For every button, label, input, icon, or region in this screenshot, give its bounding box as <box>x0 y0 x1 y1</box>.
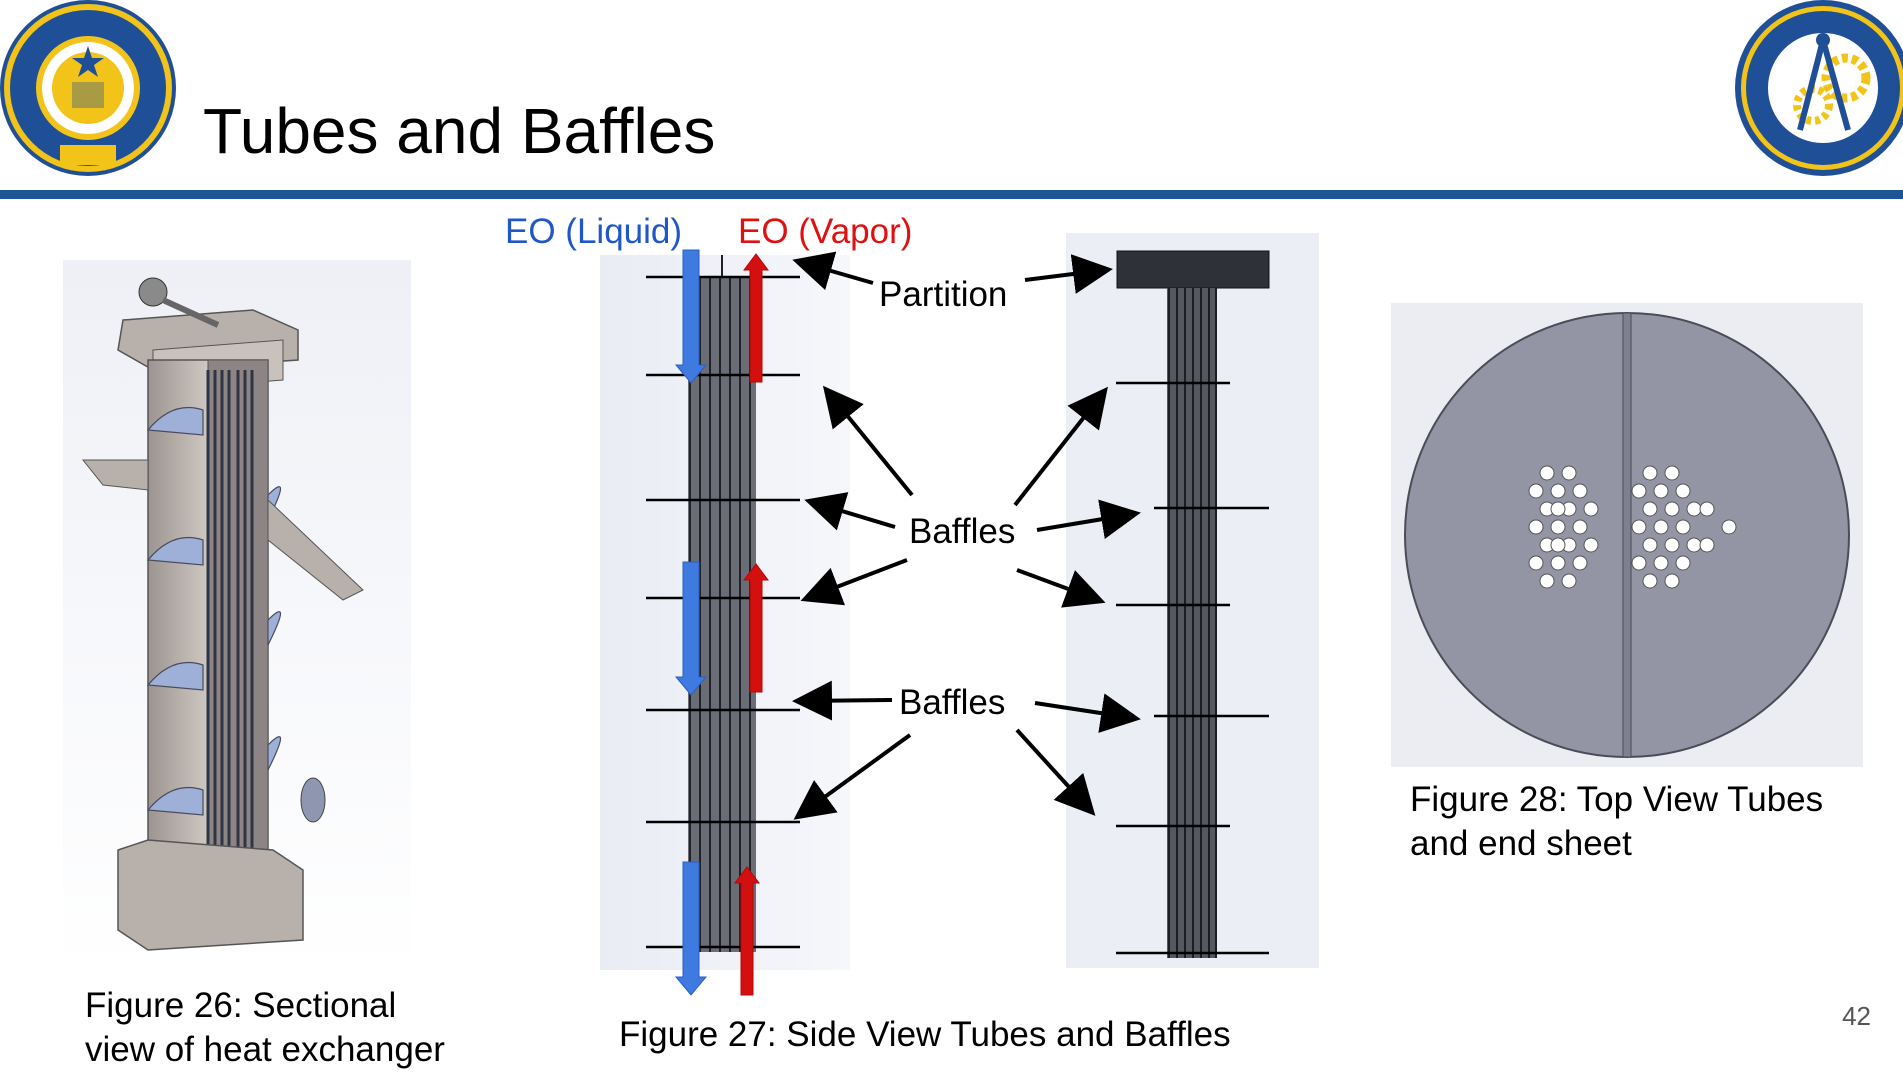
partition-label: Partition <box>879 275 1008 314</box>
tube-hole <box>1664 465 1680 481</box>
figure-26-caption-line1: Figure 26: Sectional <box>85 986 397 1025</box>
tube-hole <box>1550 537 1566 553</box>
figure-26-sectional-view-image <box>63 260 411 972</box>
figure-26-caption: Figure 26: Sectional view of heat exchan… <box>85 984 445 1072</box>
angelo-state-seal-logo <box>0 0 176 176</box>
tube-hole <box>1528 555 1544 571</box>
baffles-label-upper: Baffles <box>909 512 1016 551</box>
eo-vapor-label: EO (Vapor) <box>738 212 913 251</box>
tube-hole <box>1699 537 1715 553</box>
tube-hole <box>1528 519 1544 535</box>
figure-28-caption: Figure 28: Top View Tubes and end sheet <box>1410 778 1823 866</box>
tube-hole <box>1653 519 1669 535</box>
tube-hole <box>1664 573 1680 589</box>
pointer-arrows <box>792 251 1141 820</box>
tube-hole <box>1642 573 1658 589</box>
figure-28-caption-line2: and end sheet <box>1410 824 1632 863</box>
tube-hole <box>1653 555 1669 571</box>
tube-hole <box>1699 501 1715 517</box>
tube-hole <box>1550 555 1566 571</box>
tube-hole <box>1572 519 1588 535</box>
tube-hole <box>1572 555 1588 571</box>
vapor-flow-arrows <box>734 253 769 996</box>
figure-27-side-view-right-image <box>1066 233 1319 968</box>
tube-hole <box>1675 519 1691 535</box>
tube-hole <box>1653 483 1669 499</box>
tube-hole <box>1675 483 1691 499</box>
tube-hole <box>1561 573 1577 589</box>
tube-hole <box>1583 501 1599 517</box>
figure-26-caption-line2: view of heat exchanger <box>85 1030 445 1069</box>
baffles-label-lower: Baffles <box>899 683 1006 722</box>
slide-number: 42 <box>1842 1001 1871 1031</box>
header-divider <box>0 190 1903 199</box>
page-title: Tubes and Baffles <box>203 95 716 167</box>
liquid-flow-arrows <box>674 249 708 996</box>
tube-hole <box>1664 537 1680 553</box>
tube-hole <box>1642 501 1658 517</box>
tube-hole <box>1642 465 1658 481</box>
tube-hole <box>1631 555 1647 571</box>
tube-hole <box>1686 501 1702 517</box>
figure-27-caption: Figure 27: Side View Tubes and Baffles <box>619 1015 1231 1054</box>
tube-hole <box>1550 501 1566 517</box>
figure-28-top-view-image <box>1391 303 1863 767</box>
tube-hole <box>1631 519 1647 535</box>
tube-hole <box>1539 465 1555 481</box>
tube-hole <box>1664 501 1680 517</box>
eo-liquid-label: EO (Liquid) <box>505 212 683 251</box>
tube-hole <box>1686 537 1702 553</box>
tube-hole <box>1721 519 1737 535</box>
tube-hole <box>1631 483 1647 499</box>
tube-hole <box>1675 555 1691 571</box>
tube-hole <box>1539 573 1555 589</box>
tube-hole <box>1572 483 1588 499</box>
tube-hole <box>1642 537 1658 553</box>
engineering-department-seal-logo <box>1735 0 1903 176</box>
tube-hole <box>1583 537 1599 553</box>
figure-28-caption-line1: Figure 28: Top View Tubes <box>1410 780 1824 819</box>
tube-hole <box>1550 483 1566 499</box>
tube-hole <box>1561 465 1577 481</box>
tube-hole <box>1528 483 1544 499</box>
tube-hole <box>1550 519 1566 535</box>
